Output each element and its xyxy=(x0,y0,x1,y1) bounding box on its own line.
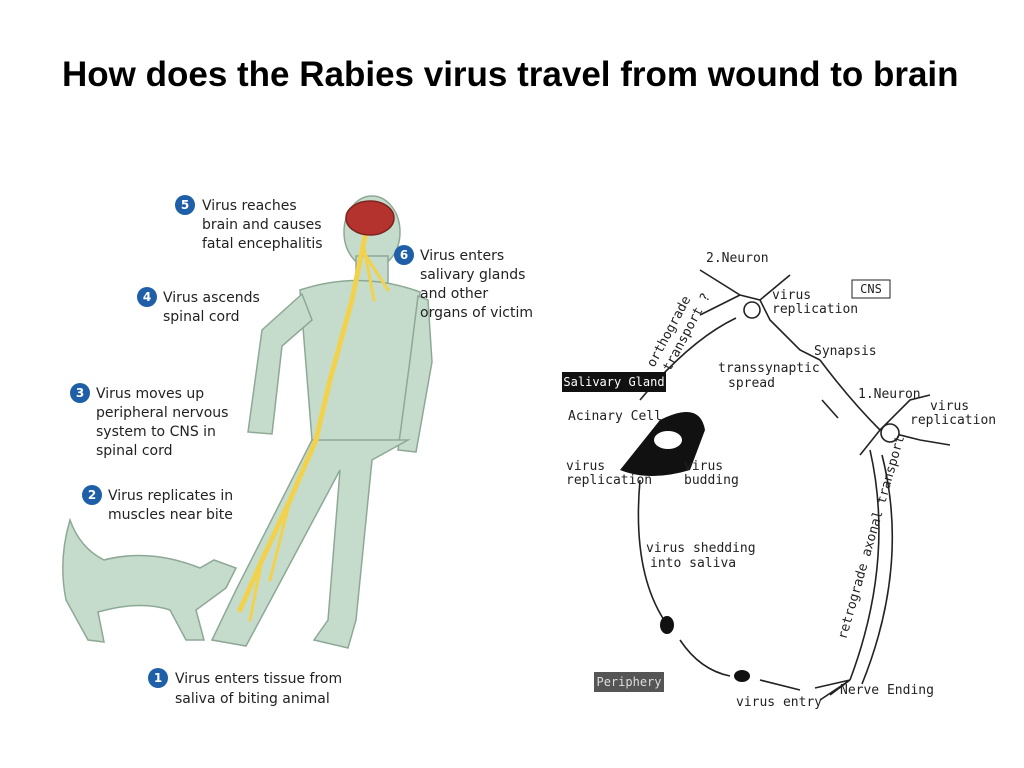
neuron-diagram xyxy=(637,269,951,701)
svg-text:system to CNS in: system to CNS in xyxy=(96,424,216,440)
svg-text:2: 2 xyxy=(88,488,96,502)
svg-text:virus shedding: virus shedding xyxy=(646,541,756,556)
svg-text:Acinary Cell: Acinary Cell xyxy=(568,409,662,424)
svg-text:CNS: CNS xyxy=(860,282,882,296)
svg-text:virus: virus xyxy=(566,459,605,474)
svg-text:4: 4 xyxy=(143,290,151,304)
svg-text:Virus replicates in: Virus replicates in xyxy=(108,488,233,504)
svg-text:Synapsis: Synapsis xyxy=(814,344,877,359)
svg-text:virus: virus xyxy=(772,288,811,303)
svg-text:muscles near bite: muscles near bite xyxy=(108,507,233,523)
slide-title: How does the Rabies virus travel from wo… xyxy=(62,55,959,94)
svg-text:Virus moves up: Virus moves up xyxy=(96,386,204,402)
svg-text:Virus reaches: Virus reaches xyxy=(202,198,297,214)
svg-text:3: 3 xyxy=(76,386,84,400)
svg-text:5: 5 xyxy=(181,198,189,212)
svg-text:virus: virus xyxy=(930,399,969,414)
svg-text:budding: budding xyxy=(684,473,739,488)
step-1: 1 Virus enters tissue from saliva of bit… xyxy=(148,668,342,707)
svg-text:virus entry: virus entry xyxy=(736,695,822,710)
svg-text:saliva of biting animal: saliva of biting animal xyxy=(175,691,330,707)
svg-text:transsynaptic: transsynaptic xyxy=(718,361,820,376)
svg-text:Periphery: Periphery xyxy=(596,675,661,689)
svg-text:organs of victim: organs of victim xyxy=(420,305,533,321)
step-3: 3 Virus moves up peripheral nervous syst… xyxy=(70,383,228,459)
svg-text:Salivary Gland: Salivary Gland xyxy=(563,375,664,389)
virus-particle xyxy=(734,670,750,682)
step-4: 4 Virus ascends spinal cord xyxy=(137,287,260,325)
svg-text:and other: and other xyxy=(420,286,488,302)
brain-icon xyxy=(345,200,395,236)
svg-text:6: 6 xyxy=(400,248,408,262)
svg-text:fatal encephalitis: fatal encephalitis xyxy=(202,236,323,252)
svg-text:replication: replication xyxy=(772,302,858,317)
svg-text:replication: replication xyxy=(566,473,652,488)
svg-text:brain and causes: brain and causes xyxy=(202,217,322,233)
svg-text:spinal cord: spinal cord xyxy=(163,309,240,325)
svg-text:Virus enters tissue from: Virus enters tissue from xyxy=(175,671,342,687)
svg-text:retrograde axonal transport: retrograde axonal transport xyxy=(835,434,908,641)
svg-text:spinal cord: spinal cord xyxy=(96,443,173,459)
svg-text:1.Neuron: 1.Neuron xyxy=(858,387,921,402)
svg-text:2.Neuron: 2.Neuron xyxy=(706,251,769,266)
svg-text:salivary glands: salivary glands xyxy=(420,267,525,283)
dog-figure xyxy=(62,517,238,643)
svg-text:virus: virus xyxy=(684,459,723,474)
step-5: 5 Virus reaches brain and causes fatal e… xyxy=(175,195,323,252)
svg-text:1: 1 xyxy=(154,671,162,685)
svg-text:Virus ascends: Virus ascends xyxy=(163,290,260,306)
human-figure xyxy=(210,195,433,649)
svg-text:peripheral nervous: peripheral nervous xyxy=(96,405,228,421)
virus-particle xyxy=(660,616,674,634)
step-6: 6 Virus enters salivary glands and other… xyxy=(394,245,533,321)
step-2: 2 Virus replicates in muscles near bite xyxy=(82,485,233,523)
svg-text:spread: spread xyxy=(728,376,775,391)
svg-text:replication: replication xyxy=(910,413,996,428)
svg-text:Nerve Ending: Nerve Ending xyxy=(840,683,934,698)
svg-text:into saliva: into saliva xyxy=(650,556,736,571)
svg-text:Virus enters: Virus enters xyxy=(420,248,504,264)
